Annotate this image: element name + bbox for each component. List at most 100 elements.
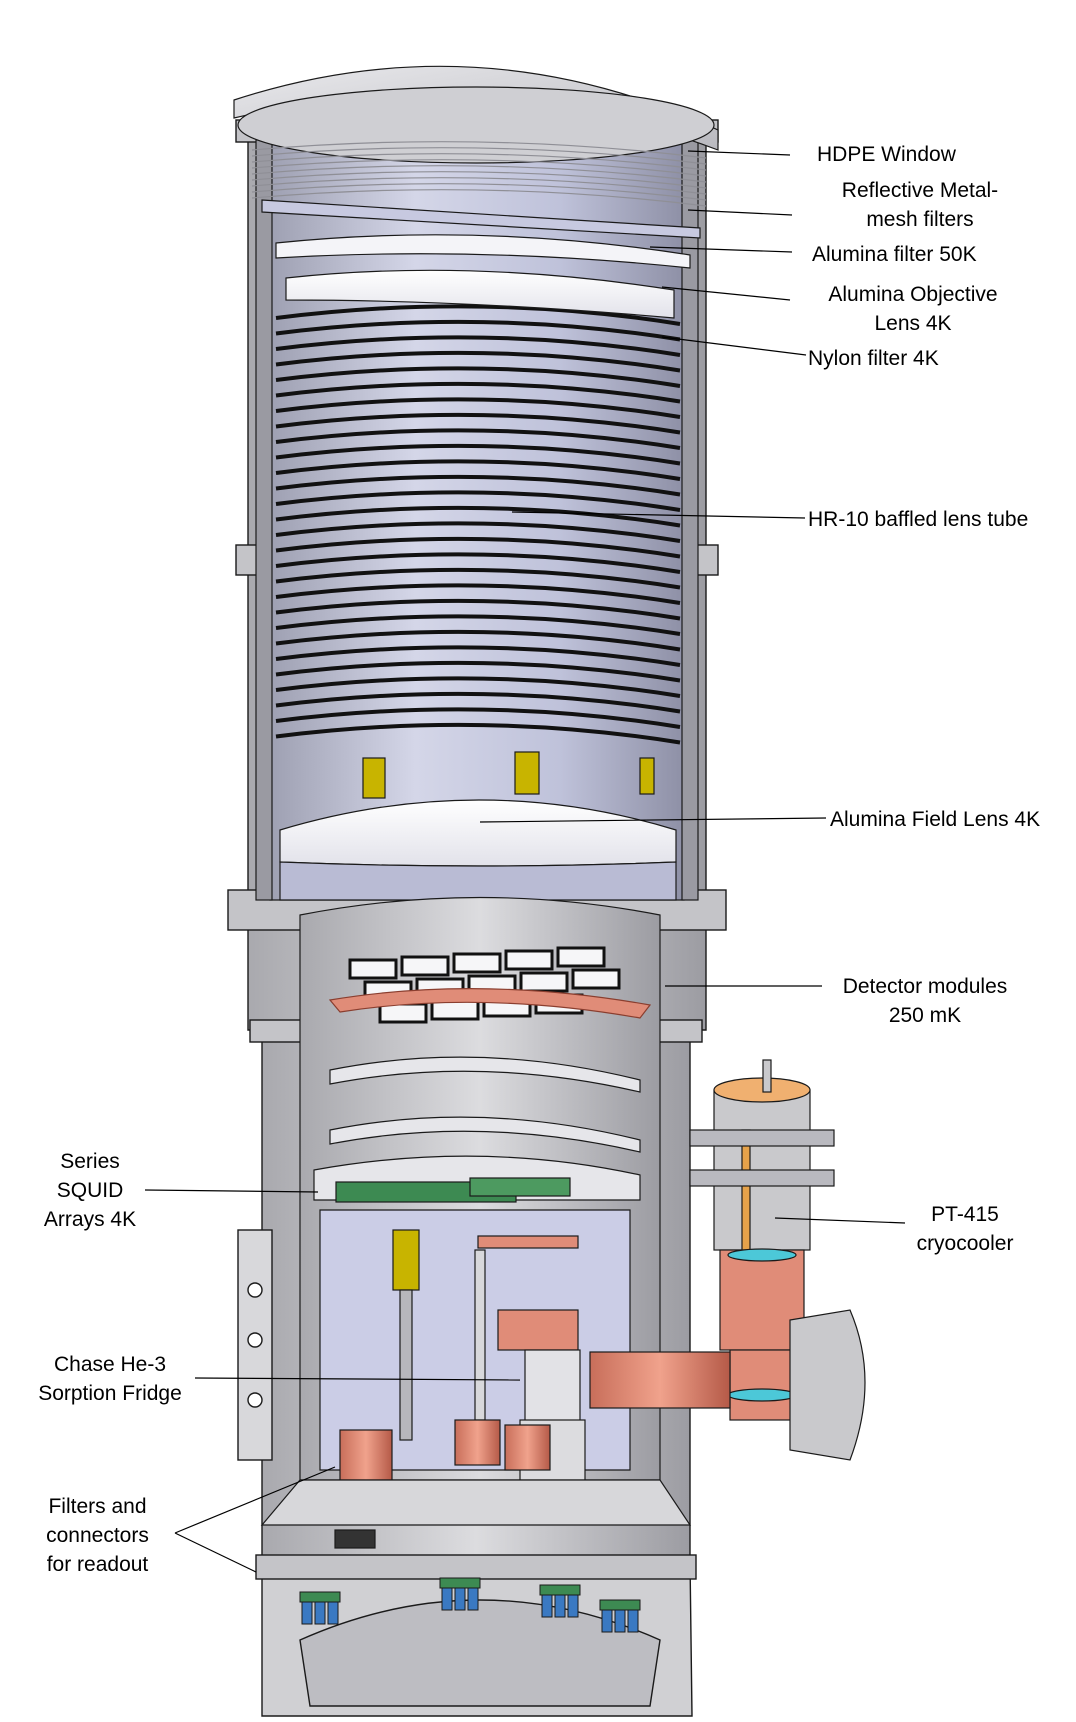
readout-pcb bbox=[299, 1591, 341, 1603]
cryocooler-side-housing bbox=[789, 1309, 866, 1461]
readout-connectors bbox=[299, 1577, 641, 1633]
cryocooler-cold-head bbox=[729, 1349, 793, 1421]
mesh-filter-layer bbox=[251, 153, 707, 171]
support-rod bbox=[399, 1289, 413, 1441]
leader-pt415 bbox=[774, 1217, 906, 1224]
base-bowl bbox=[299, 1599, 661, 1707]
cryocooler-cyan-ring bbox=[727, 1388, 797, 1402]
detector-module-array bbox=[348, 946, 621, 1024]
mesh-filter-layer bbox=[251, 171, 707, 189]
label-detector-modules: Detector modules 250 mK bbox=[842, 975, 1008, 1027]
label-alumina-filter: Alumina filter 50K bbox=[812, 243, 977, 266]
pt415-cryocooler bbox=[589, 1059, 866, 1461]
readout-connector bbox=[314, 1601, 326, 1625]
readout-connector bbox=[601, 1609, 613, 1633]
baffle-ring bbox=[275, 412, 681, 435]
metal-mesh-filter-stack bbox=[251, 141, 707, 207]
fridge-copper-head bbox=[477, 1235, 579, 1249]
label-he3-fridge: Chase He-3 Sorption Fridge bbox=[38, 1353, 182, 1405]
copper-filter-block bbox=[454, 1419, 501, 1466]
leader-alumina-filter bbox=[649, 246, 793, 253]
label-objective-lens: Alumina Objective Lens 4K bbox=[828, 283, 998, 335]
baffle-ring bbox=[275, 722, 681, 745]
readout-pcb bbox=[539, 1584, 581, 1596]
bracket-hole bbox=[247, 1282, 263, 1298]
leader-squid bbox=[144, 1189, 319, 1193]
field-lens-mount bbox=[279, 861, 677, 901]
fridge-heatsink bbox=[497, 1309, 579, 1351]
baffle-rings bbox=[275, 304, 681, 745]
fridge-rod bbox=[474, 1249, 486, 1421]
label-readout: Filters and connectors for readout bbox=[46, 1495, 149, 1576]
4k-cold-volume bbox=[260, 896, 692, 1549]
detector-module-tile bbox=[556, 946, 606, 968]
readout-connector bbox=[627, 1609, 639, 1633]
leader-readout-2 bbox=[174, 1532, 257, 1573]
label-pt415: PT-415 cryocooler bbox=[916, 1203, 1014, 1255]
leader-hdpe-window bbox=[687, 150, 791, 156]
detector-module-tile bbox=[378, 1002, 428, 1024]
detector-module-tile bbox=[571, 968, 621, 990]
connector-grid bbox=[334, 1529, 376, 1549]
cryocooler-gold-strip bbox=[741, 1129, 751, 1261]
detector-module-tile bbox=[348, 958, 398, 980]
baffle-ring bbox=[275, 707, 681, 729]
mk-stage-disk bbox=[329, 1116, 641, 1153]
baffle-ring bbox=[275, 583, 681, 605]
baffle-ring bbox=[275, 474, 681, 497]
baffle-ring bbox=[275, 691, 681, 714]
cryocooler-copper-link bbox=[589, 1351, 731, 1409]
label-field-lens: Alumina Field Lens 4K bbox=[830, 808, 1041, 831]
bracket-hole bbox=[247, 1392, 263, 1408]
baffle-ring bbox=[275, 660, 681, 683]
bracket-hole bbox=[247, 1332, 263, 1348]
mesh-filter-layer bbox=[251, 183, 707, 201]
readout-pcb bbox=[439, 1577, 481, 1589]
objective-lens-shape bbox=[285, 269, 675, 319]
baffle-ring bbox=[275, 350, 681, 373]
readout-connector bbox=[454, 1587, 466, 1611]
leader-field-lens bbox=[479, 817, 827, 823]
leader-readout-1 bbox=[174, 1466, 336, 1534]
label-nylon-filter: Nylon filter 4K bbox=[808, 347, 939, 370]
mesh-filter-layer bbox=[251, 189, 707, 207]
baffle-ring bbox=[275, 614, 681, 636]
mesh-filter-layer bbox=[251, 141, 707, 159]
squid-pcb bbox=[469, 1177, 571, 1197]
label-hdpe-window: HDPE Window bbox=[817, 143, 956, 166]
baffle-ring bbox=[275, 490, 681, 512]
flange-base bbox=[255, 1554, 697, 1580]
baffle-ring bbox=[275, 304, 681, 326]
mesh-filter-layer bbox=[251, 165, 707, 183]
cryocooler-cyan-ring bbox=[727, 1248, 797, 1262]
readout-connector bbox=[301, 1601, 313, 1625]
readout-connector bbox=[614, 1609, 626, 1633]
baffle-ring bbox=[275, 629, 681, 652]
baffle-ring bbox=[275, 428, 681, 450]
detector-module-tile bbox=[400, 955, 450, 977]
baffle-ring bbox=[275, 598, 681, 621]
cryocooler-flange bbox=[689, 1169, 835, 1187]
label-metal-mesh: Reflective Metal- mesh filters bbox=[841, 179, 999, 231]
leader-metal-mesh bbox=[687, 209, 793, 216]
copper-filter-block bbox=[504, 1424, 551, 1471]
hdpe-window-face bbox=[237, 86, 715, 164]
baffle-ring bbox=[275, 335, 681, 357]
detector-module-tile bbox=[504, 949, 554, 971]
cryocooler-stem bbox=[762, 1059, 772, 1093]
baffle-ring bbox=[275, 567, 681, 590]
readout-connector bbox=[541, 1594, 553, 1618]
baffle-ring bbox=[275, 505, 681, 528]
metal-mesh-plate bbox=[261, 199, 701, 239]
mesh-filter-layer bbox=[251, 159, 707, 177]
label-squid-arrays: Series SQUID Arrays 4K bbox=[43, 1150, 137, 1231]
baffle-ring bbox=[275, 443, 681, 466]
cryocooler-top-cap bbox=[713, 1077, 811, 1103]
readout-connector bbox=[441, 1587, 453, 1611]
baffle-ring bbox=[275, 381, 681, 404]
lens-tube-cutaway bbox=[255, 139, 699, 901]
readout-connector bbox=[327, 1601, 339, 1625]
readout-connector bbox=[567, 1594, 579, 1618]
baffle-ring bbox=[275, 521, 681, 543]
baffle-ring bbox=[275, 676, 681, 698]
